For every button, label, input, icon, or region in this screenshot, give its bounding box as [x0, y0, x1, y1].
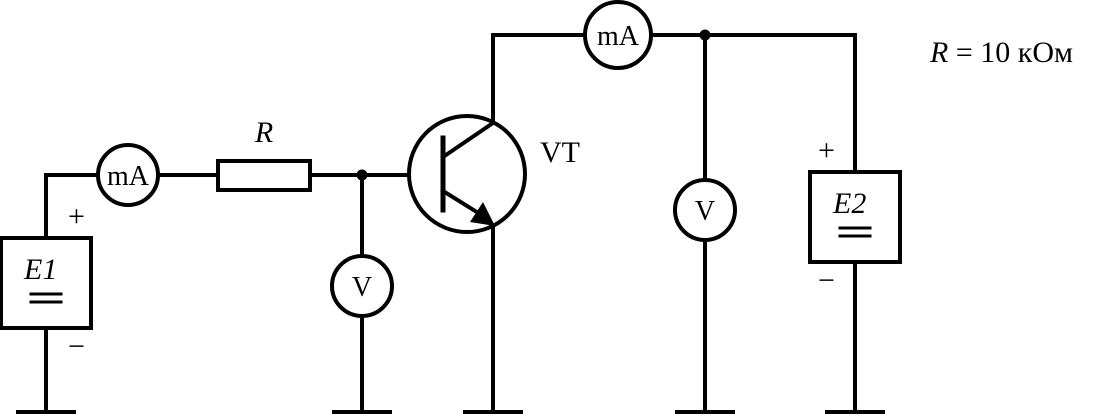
wire-e1-to-ammeter: [44, 173, 100, 240]
battery-e2-plus: +: [818, 134, 835, 167]
junction-base-node: [356, 169, 368, 181]
ammeter-collector-unit: mA: [597, 21, 640, 52]
battery-e2-minus: −: [818, 264, 835, 297]
resistance-note: R = 10 кОм: [929, 36, 1073, 69]
ammeter-collector-circle: [583, 0, 653, 70]
transistor-envelope: [407, 114, 527, 234]
battery-e1-body: [0, 236, 93, 330]
battery-e1-minus: −: [68, 330, 85, 363]
battery-e2: E2 + −: [808, 134, 902, 297]
transistor-emitter-lead: [440, 188, 483, 217]
ammeter-base: mA: [96, 143, 160, 207]
battery-e2-label: E2: [832, 187, 866, 220]
wire-collector-up: [491, 33, 585, 125]
resistance-note-symbol: R: [929, 36, 948, 69]
resistor: R: [216, 116, 312, 192]
ammeter-base-unit: mA: [107, 161, 150, 192]
voltmeter-base: V: [330, 254, 394, 318]
resistor-label: R: [254, 116, 273, 149]
battery-e2-body: [808, 170, 902, 264]
voltmeter-collector-unit: V: [695, 196, 715, 227]
transistor-collector-lead: [440, 120, 496, 160]
voltmeter-collector-circle: [673, 178, 737, 242]
ammeter-collector: mA: [583, 0, 653, 70]
ammeter-base-circle: [96, 143, 160, 207]
transistor-emitter-tip: [483, 217, 496, 229]
voltmeter-collector: V: [673, 178, 737, 242]
transistor-label: VT: [540, 136, 580, 169]
resistor-body: [216, 159, 312, 192]
battery-e1-plus: +: [68, 200, 85, 233]
junction-collector-node: [699, 29, 711, 41]
transistor-vt: VT: [407, 114, 580, 234]
battery-e1-label: E1: [23, 253, 57, 286]
voltmeter-base-circle: [330, 254, 394, 318]
resistance-note-value: = 10 кОм: [948, 36, 1073, 69]
voltmeter-base-unit: V: [352, 272, 372, 303]
battery-e1: E1 + −: [0, 200, 93, 363]
